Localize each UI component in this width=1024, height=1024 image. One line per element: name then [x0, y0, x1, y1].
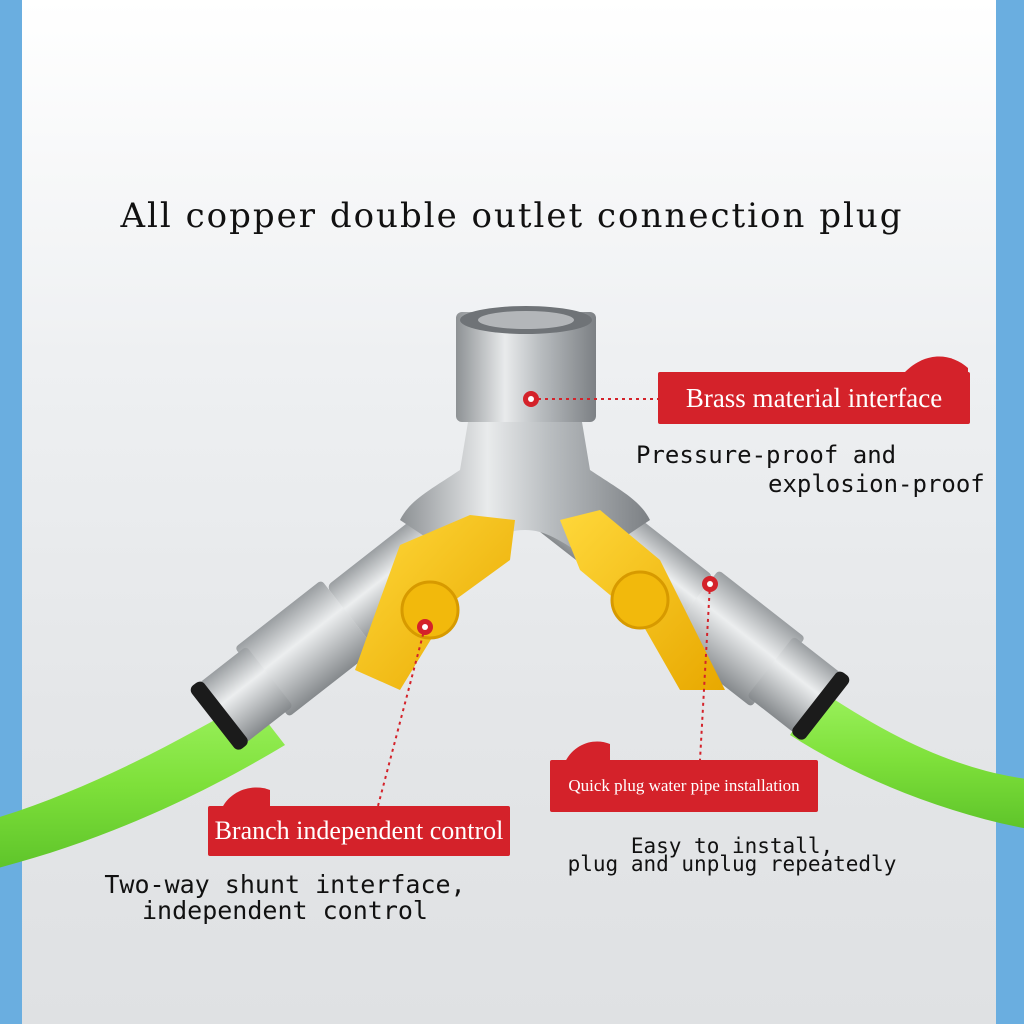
callout-leaders: [377, 398, 711, 807]
branch-control-tag: Branch independent control: [208, 806, 510, 856]
callout-markers: [417, 391, 718, 635]
quick-plug-tag: Quick plug water pipe installation: [550, 760, 818, 812]
branch-note-line1: Two-way shunt interface,: [104, 870, 466, 899]
left-hose: [0, 700, 285, 868]
brass-note-line1: Pressure-proof and: [636, 441, 897, 469]
product-title: All copper double outlet connection plug: [120, 196, 904, 236]
brass-note-line2: explosion-proof: [768, 470, 985, 498]
quick-note-line2: plug and unplug repeatedly: [567, 852, 897, 876]
branch-note-line2: independent control: [142, 896, 428, 925]
quick-note-line1: Easy to install,: [630, 834, 834, 858]
brass-material-tag: Brass material interface: [658, 372, 970, 424]
right-valve-handle: [560, 510, 725, 690]
callout-tag-tails: [222, 356, 968, 808]
left-valve-handle: [355, 515, 515, 690]
right-hose: [790, 690, 1024, 829]
